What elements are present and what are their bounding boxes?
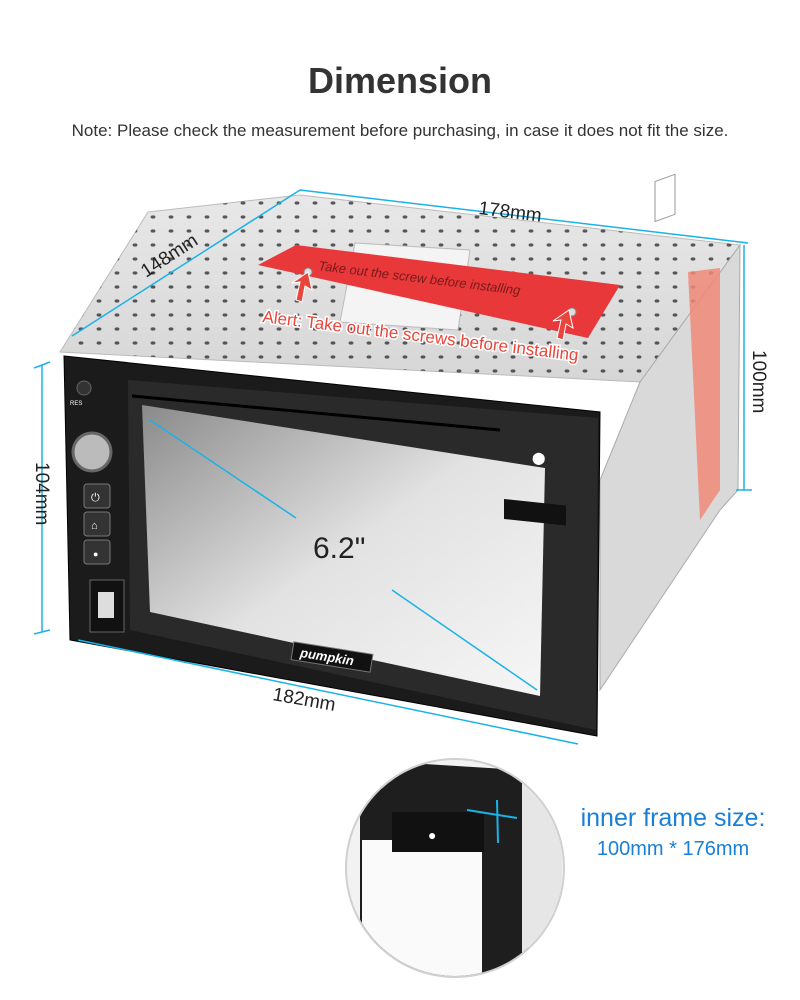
power-icon: ⏻	[91, 492, 100, 504]
navigation-button[interactable]	[83, 539, 111, 565]
measurement-note: Note: Please check the measurement befor…	[71, 121, 729, 140]
home-icon: ⌂	[91, 520, 98, 532]
location-icon: ⬤	[532, 451, 545, 465]
dimension-104: 104mm	[31, 462, 52, 525]
res-button[interactable]	[76, 380, 92, 396]
dimension-182: 182mm	[271, 684, 337, 716]
screen-size: 6.2"	[313, 532, 365, 565]
location-icon: ●	[428, 827, 436, 843]
dimension-lines	[33, 189, 752, 745]
power-button[interactable]	[83, 483, 111, 509]
inner-frame-title: inner frame size:	[580, 804, 766, 832]
arrow-icon	[552, 309, 574, 341]
arrow-icon	[291, 271, 313, 303]
usb-icon	[98, 592, 114, 618]
home-button[interactable]	[83, 511, 111, 537]
res-label: RES	[70, 401, 82, 407]
location-icon: ●	[93, 549, 98, 559]
screen	[142, 405, 545, 696]
volume-knob[interactable]	[71, 431, 113, 473]
chassis-side	[599, 173, 741, 692]
page-title: Dimension	[307, 60, 493, 101]
inner-frame-inset: ●	[345, 758, 565, 978]
eject-button[interactable]	[504, 498, 566, 526]
inner-frame-size: 100mm * 176mm	[596, 838, 750, 860]
dimension-100: 100mm	[748, 350, 769, 413]
disc-slot	[131, 394, 501, 432]
